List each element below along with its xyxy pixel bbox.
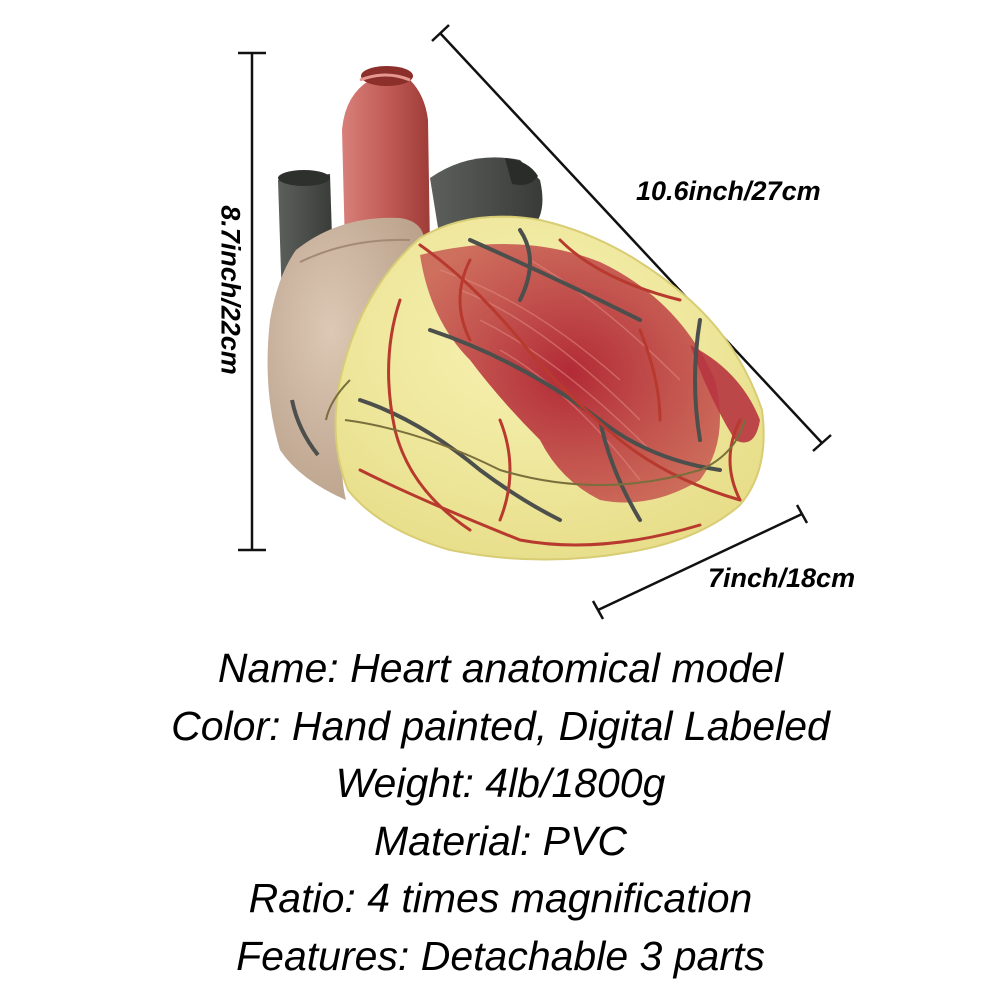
spec-label: Features (236, 932, 398, 979)
spec-value: 4 times magnification (367, 875, 753, 921)
spec-label: Ratio (248, 875, 345, 921)
spec-name: Name: Heart anatomical model (217, 645, 784, 691)
spec-label: Material (374, 817, 520, 864)
spec-label: Name (217, 645, 328, 691)
spec-value: Hand painted, Digital Labeled (291, 702, 830, 749)
spec-label: Color (171, 702, 270, 749)
height-dimension-label: 8.7inch/22cm (215, 205, 246, 375)
spec-color: Color: Hand painted, Digital Labeled (171, 702, 830, 749)
specification-list: Name: Heart anatomical model Color: Hand… (0, 640, 1001, 985)
length-dimension-label: 10.6inch/27cm (636, 176, 821, 206)
length-dimension-line (431, 24, 832, 452)
exposed-muscle (420, 244, 760, 503)
coronary-vessels (358, 228, 742, 547)
aorta (342, 66, 430, 250)
spec-material: Material: PVC (374, 817, 627, 864)
spec-weight: Weight: 4lb/1800g (335, 760, 666, 806)
spec-ratio: Ratio: 4 times magnification (248, 875, 753, 921)
depth-dimension-line (591, 504, 809, 620)
heart-model-illustration (238, 24, 832, 620)
part-seams (325, 379, 746, 486)
spec-value: 4lb/1800g (485, 760, 666, 806)
height-dimension-line (238, 51, 266, 552)
spec-features: Features: Detachable 3 parts (236, 932, 765, 979)
spec-value: Detachable 3 parts (420, 932, 765, 979)
spec-value: Heart anatomical model (350, 645, 784, 691)
spec-value: PVC (542, 817, 627, 864)
depth-dimension-label: 7inch/18cm (708, 563, 856, 593)
spec-label: Weight (335, 760, 463, 806)
